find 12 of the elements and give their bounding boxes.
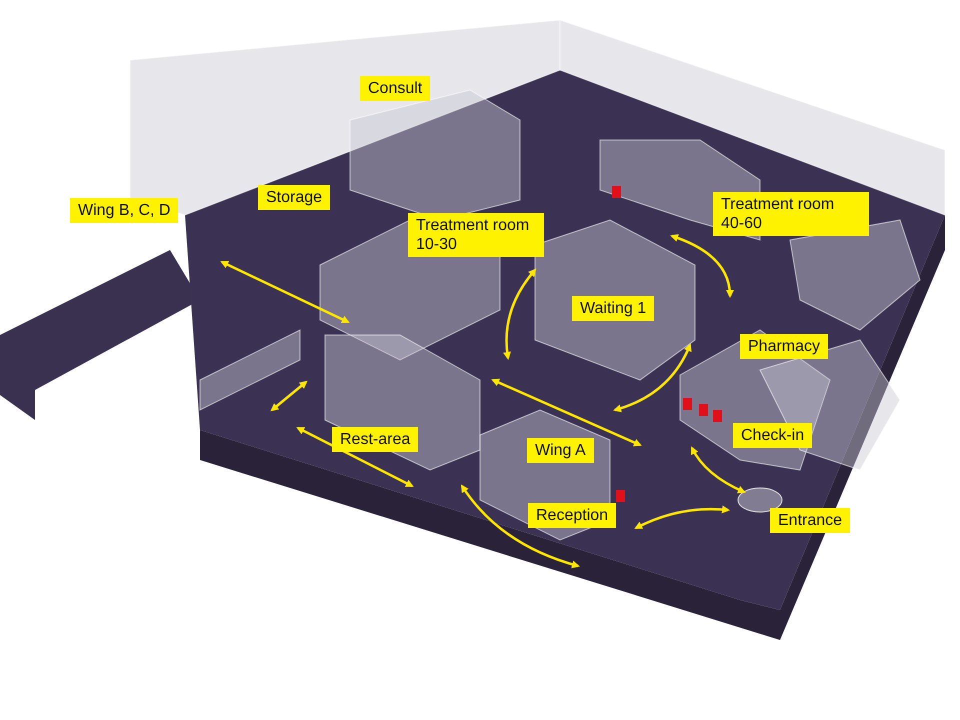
room-label: Treatment room 40-60 <box>713 192 869 236</box>
room-label: Reception <box>528 503 616 528</box>
room-label: Consult <box>360 76 430 101</box>
room-label: Wing B, C, D <box>70 198 178 223</box>
room-label: Check-in <box>733 423 812 448</box>
room-label: Storage <box>258 185 330 210</box>
room-label: Waiting 1 <box>572 296 654 321</box>
room-label: Treatment room 10-30 <box>408 213 544 257</box>
room-label: Pharmacy <box>740 334 828 359</box>
room-label: Wing A <box>527 438 594 463</box>
room-label: Entrance <box>770 508 850 533</box>
room-label: Rest-area <box>332 427 418 452</box>
